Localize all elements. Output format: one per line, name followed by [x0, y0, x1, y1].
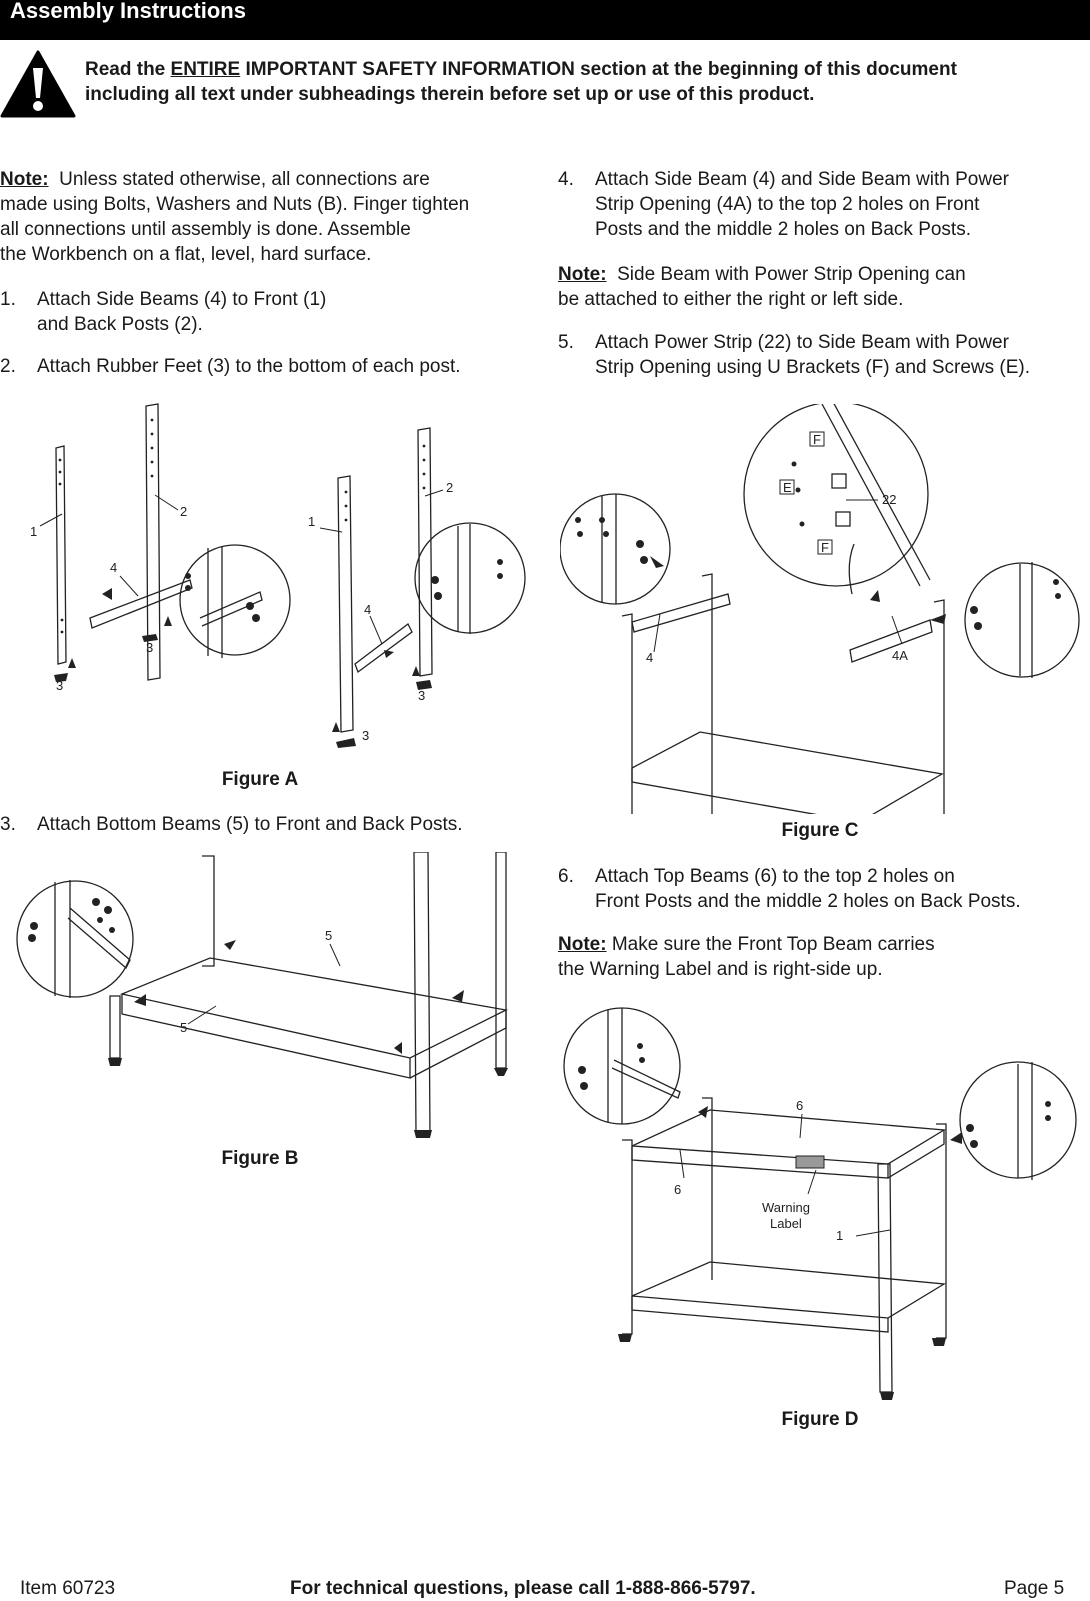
header-bar — [0, 0, 1090, 40]
step-number: 1. — [0, 289, 16, 310]
page-title: Assembly Instructions — [10, 0, 246, 23]
fig-a-label-3: 3 — [362, 728, 369, 743]
figure-b-caption: Figure B — [221, 1148, 299, 1169]
note-label: Note: — [558, 264, 607, 285]
step-3: 3. Attach Bottom Beams (5) to Front and … — [0, 812, 520, 837]
step-number: 4. — [558, 169, 574, 190]
step-5: 5. Attach Power Strip (22) to Side Beam … — [558, 330, 1088, 380]
figure-a: 1 2 4 3 3 1 2 4 3 3 — [20, 400, 530, 760]
warning-icon — [0, 50, 76, 118]
fig-d-label-warning: Warning — [762, 1200, 810, 1215]
fig-a-label-4: 4 — [364, 602, 371, 617]
safety-notice: Read the ENTIRE IMPORTANT SAFETY INFORMA… — [85, 57, 1065, 107]
figure-c-drawing: 4 4A 22 F E F — [560, 404, 1080, 814]
safety-line1-a: Read the — [85, 59, 171, 80]
step-4: 4. Attach Side Beam (4) and Side Beam wi… — [558, 167, 1078, 242]
fig-a-label-1: 1 — [30, 524, 37, 539]
warning-label-note: Note: Make sure the Front Top Beam carri… — [558, 932, 1078, 982]
fig-b-label-5: 5 — [325, 928, 332, 943]
step-text: Attach Top Beams (6) to the top 2 holes … — [595, 866, 955, 887]
note-label: Note: — [0, 169, 49, 190]
step-1: 1. Attach Side Beams (4) to Front (1) an… — [0, 287, 520, 337]
step-text: Attach Bottom Beams (5) to Front and Bac… — [37, 814, 463, 835]
step-text: Attach Rubber Feet (3) to the bottom of … — [37, 356, 461, 377]
safety-line2: including all text under subheadings the… — [85, 84, 815, 105]
note-line: Unless stated otherwise, all connections… — [48, 169, 430, 190]
warning-label-plate — [795, 1155, 825, 1169]
note-line: made using Bolts, Washers and Nuts (B). … — [0, 194, 470, 215]
note-line: the Warning Label and is right-side up. — [558, 959, 883, 980]
step-6: 6. Attach Top Beams (6) to the top 2 hol… — [558, 864, 1078, 914]
step-number: 5. — [558, 332, 574, 353]
fig-c-label-e: E — [783, 480, 792, 495]
note-line: all connections until assembly is done. … — [0, 219, 411, 240]
fig-d-label-1: 1 — [836, 1228, 843, 1243]
step-number: 3. — [0, 814, 16, 835]
fig-a-label-4: 4 — [110, 560, 117, 575]
step-text: Attach Side Beams (4) to Front (1) — [37, 289, 327, 310]
step-2: 2. Attach Rubber Feet (3) to the bottom … — [0, 354, 520, 379]
fig-d-label-6: 6 — [796, 1098, 803, 1113]
figure-a-drawing: 1 2 4 3 3 1 2 4 3 3 — [30, 403, 526, 748]
figure-c-caption: Figure C — [781, 820, 859, 841]
note-label: Note: — [558, 934, 607, 955]
note-line: the Workbench on a flat, level, hard sur… — [0, 244, 372, 265]
fig-c-label-f: F — [813, 432, 821, 447]
fig-a-label-3: 3 — [56, 678, 63, 693]
side-beam-note: Note: Side Beam with Power Strip Opening… — [558, 262, 1078, 312]
fig-c-label-f: F — [821, 540, 829, 555]
fig-a-label-3: 3 — [146, 640, 153, 655]
figure-d-drawing: 6 6 1 Warning Label — [563, 1007, 1077, 1400]
figure-c: 4 4A 22 F E F — [560, 404, 1080, 814]
fig-c-label-22: 22 — [882, 492, 896, 507]
step-text: Front Posts and the middle 2 holes on Ba… — [595, 891, 1021, 912]
step-text: Attach Power Strip (22) to Side Beam wit… — [595, 332, 1009, 353]
safety-line1-b: IMPORTANT SAFETY INFORMATION section at … — [240, 59, 957, 80]
step-text: Posts and the middle 2 holes on Back Pos… — [595, 219, 971, 240]
fig-c-label-4a: 4A — [892, 648, 908, 663]
fig-d-label-label: Label — [770, 1216, 802, 1231]
fig-a-label-2: 2 — [446, 480, 453, 495]
note-line: Side Beam with Power Strip Opening can — [606, 264, 966, 285]
step-text: Attach Side Beam (4) and Side Beam with … — [595, 169, 1009, 190]
fig-a-label-1: 1 — [308, 514, 315, 529]
fig-a-label-3: 3 — [418, 688, 425, 703]
fig-d-label-6: 6 — [674, 1182, 681, 1197]
footer-tech-support: For technical questions, please call 1-8… — [290, 1578, 756, 1599]
figure-b: 5 5 — [10, 852, 520, 1142]
figure-d-caption: Figure D — [781, 1409, 859, 1430]
fig-c-label-4: 4 — [646, 650, 653, 665]
footer-item-number: Item 60723 — [20, 1578, 116, 1599]
fig-a-label-2: 2 — [180, 504, 187, 519]
safety-emphasis: ENTIRE — [170, 59, 241, 80]
step-number: 6. — [558, 866, 574, 887]
footer-page-number: Page 5 — [1004, 1578, 1065, 1599]
step-text: Strip Opening using U Brackets (F) and S… — [595, 357, 1031, 378]
figure-d: 6 6 1 Warning Label — [560, 1000, 1080, 1400]
figure-b-drawing: 5 5 — [16, 852, 509, 1138]
note-line: be attached to either the right or left … — [558, 289, 904, 310]
note-line: Make sure the Front Top Beam carries — [606, 934, 935, 955]
step-text: and Back Posts (2). — [37, 314, 203, 335]
figure-a-caption: Figure A — [221, 769, 299, 790]
step-text: Strip Opening (4A) to the top 2 holes on… — [595, 194, 980, 215]
step-number: 2. — [0, 356, 16, 377]
fig-b-label-5: 5 — [180, 1020, 187, 1035]
general-note: Note: Unless stated otherwise, all conne… — [0, 167, 530, 267]
